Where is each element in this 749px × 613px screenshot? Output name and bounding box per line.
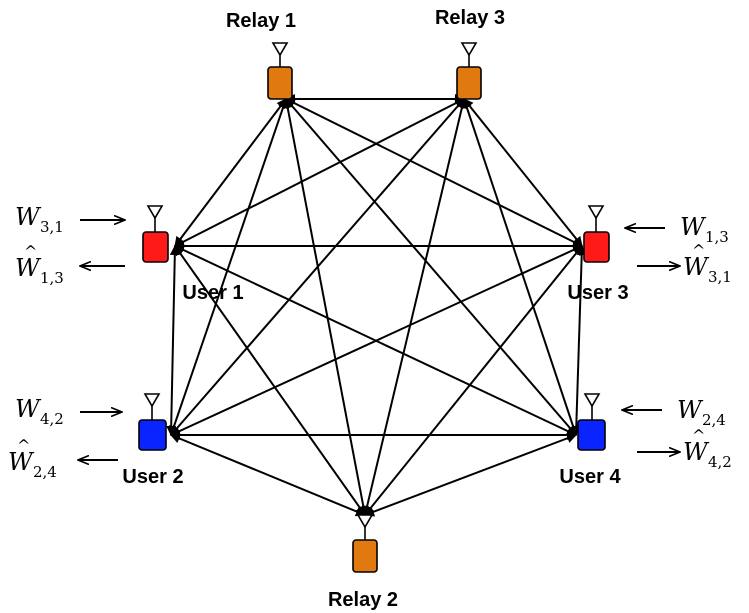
link-relay1-user2 (169, 98, 288, 436)
user-2-input-subscript: 4,2 (40, 410, 64, 428)
link-user3-user2 (170, 245, 583, 436)
user-3-output-message: W 3,1 ^ (637, 241, 732, 286)
user-2-input-message: W 4,2 (15, 395, 122, 428)
user-4-input-symbol: W (677, 396, 704, 424)
antenna-icon (583, 393, 601, 420)
user-1-input-message: W 3,1 (15, 203, 125, 236)
user-4-box (577, 419, 606, 451)
user-1-output-subscript: 1,3 (40, 269, 64, 287)
user-2-output-subscript: 2,4 (33, 463, 57, 481)
nodes-layer: Relay 1 Relay 3 User 1 (122, 7, 628, 611)
link-relay3-user2 (170, 98, 465, 436)
user-1-box (142, 231, 169, 263)
user-2-box (138, 419, 167, 451)
antenna-icon (271, 42, 289, 67)
user-2-node: User 2 (122, 393, 184, 488)
antenna-icon (587, 205, 605, 232)
antenna-icon (146, 205, 164, 232)
user-2-output-symbol: W (8, 448, 35, 476)
user-4-input-subscript: 2,4 (702, 411, 726, 429)
hat-accent-icon: ^ (24, 242, 37, 261)
link-relay1-user4 (285, 98, 577, 436)
user-3-box (583, 231, 610, 263)
antenna-icon (460, 42, 478, 67)
relay-3-label: Relay 3 (435, 7, 505, 29)
user-1-input-symbol: W (15, 203, 42, 231)
user-1-output-message: W 1,3 ^ (15, 242, 125, 287)
link-relay1-relay2 (282, 98, 369, 516)
user-3-node: User 3 (567, 205, 629, 304)
user-1-node: User 1 (142, 205, 244, 304)
user-3-input-symbol: W (680, 213, 707, 241)
hat-accent-icon: ^ (17, 436, 30, 455)
user-2-input-symbol: W (15, 395, 42, 423)
user-3-input-subscript: 1,3 (705, 228, 729, 246)
relay-2-label: Relay 2 (328, 589, 398, 611)
user-4-output-subscript: 4,2 (708, 453, 732, 471)
user-4-label: User 4 (559, 466, 621, 488)
relay-2-box (352, 539, 378, 573)
relay-1-label: Relay 1 (226, 10, 296, 32)
hat-accent-icon: ^ (692, 426, 705, 445)
relay-1-box (267, 66, 293, 100)
user-3-input-message: W 1,3 (625, 213, 729, 246)
link-relay3-user3 (463, 98, 583, 247)
relay-3-node: Relay 3 (435, 7, 505, 100)
user-4-output-message: W 4,2 ^ (637, 426, 732, 471)
link-relay1-user1 (174, 98, 287, 247)
link-user2-relay2 (170, 433, 366, 517)
antenna-icon (143, 393, 161, 420)
link-user1-user2 (166, 245, 180, 436)
link-user3-user4 (571, 245, 587, 436)
relay-3-box (456, 66, 482, 100)
user-3-output-subscript: 3,1 (708, 268, 732, 286)
user-1-output-symbol: W (15, 254, 42, 282)
relay-2-node: Relay 2 (328, 514, 398, 611)
link-relay3-user4 (462, 98, 578, 436)
links-layer (166, 94, 587, 517)
antenna-icon (356, 514, 374, 540)
user-1-label: User 1 (182, 282, 243, 304)
user-4-node: User 4 (559, 393, 621, 488)
hat-accent-icon: ^ (692, 241, 705, 260)
link-relay3-user1 (174, 98, 465, 247)
user-3-output-symbol: W (683, 253, 710, 281)
user-4-output-symbol: W (683, 438, 710, 466)
messages-layer: W 3,1 W 1,3 ^ W 1,3 W 3,1 ^ W 4,2 (8, 203, 732, 481)
user-2-label: User 2 (122, 466, 183, 488)
relay-1-node: Relay 1 (226, 10, 296, 100)
user-4-input-message: W 2,4 (622, 396, 726, 429)
link-user4-relay2 (364, 433, 577, 517)
user-3-label: User 3 (567, 282, 628, 304)
user-1-input-subscript: 3,1 (40, 218, 64, 236)
user-2-output-message: W 2,4 ^ (8, 436, 118, 481)
